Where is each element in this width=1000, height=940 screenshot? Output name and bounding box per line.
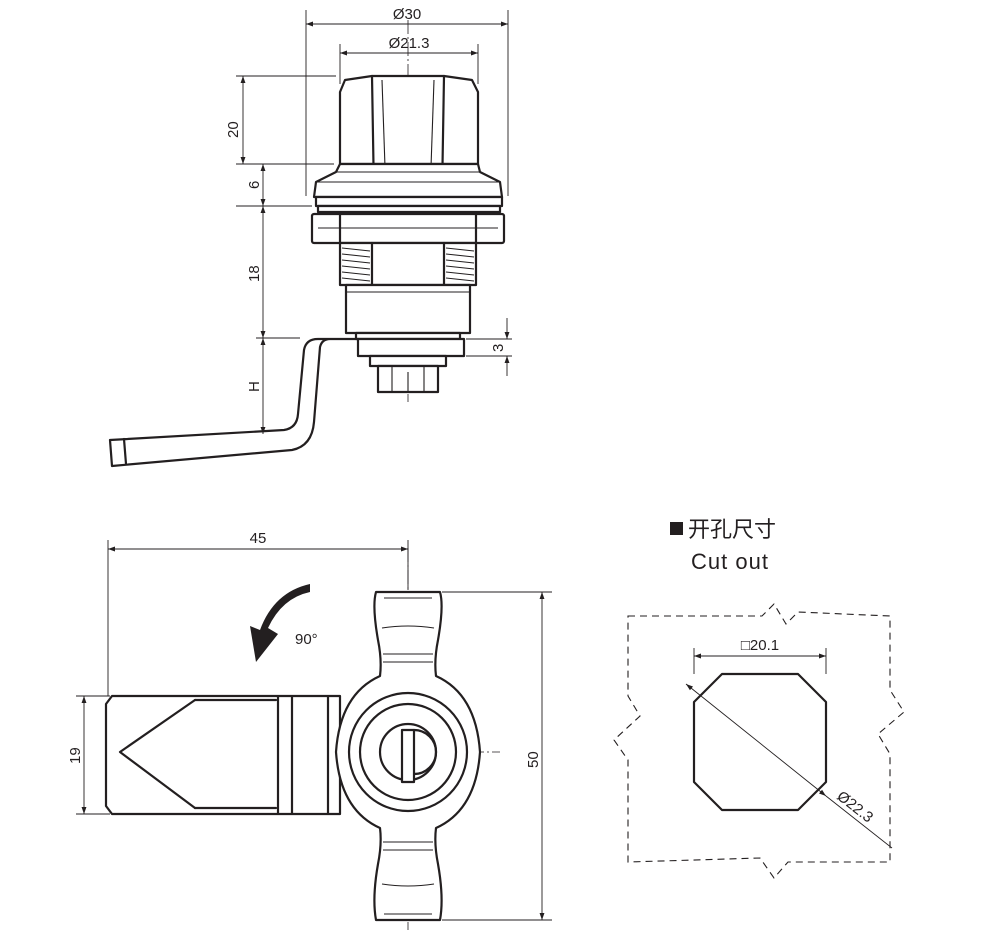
dim-knob-diameter: Ø21.3 [389,35,430,52]
dim-cam-thickness: 3 [490,344,507,352]
panel-break-outline [613,603,905,879]
cam-arm [108,337,360,468]
side-elevation-view: Ø30 Ø21.3 20 6 18 H [108,6,512,468]
cam-bar [104,694,342,816]
dim-cutout-flat: □20.1 [741,637,779,654]
knob [338,74,480,198]
flange [312,162,504,214]
lock-cylinder [344,283,472,341]
cutout-title-en: Cut out [691,549,769,574]
cutout-title-cn: 开孔尺寸 [688,518,776,543]
rotation-arrow: 90° [250,584,318,662]
dim-body-length: 18 [246,265,263,282]
dim-cam-width: 19 [67,747,84,764]
front-view: 90° 45 19 50 [67,530,552,930]
side-view-dimensions: Ø30 Ø21.3 20 6 18 H [225,6,512,434]
dim-handle-length: 50 [525,751,542,768]
title-square-bullet [670,522,683,535]
cam-plate [356,337,466,358]
rotation-label: 90° [295,631,318,648]
cutout-shape [692,672,828,812]
dim-cam-offset: H [246,381,263,392]
dim-outer-diameter: Ø30 [393,6,421,23]
nut [310,212,506,245]
dim-cam-length: 45 [250,530,267,547]
screw [368,354,448,394]
threaded-body [338,241,478,287]
dim-knob-height: 20 [225,121,242,138]
t-handle [334,590,482,922]
front-view-dimensions: 45 19 50 [67,530,552,921]
cutout-view: 开孔尺寸 Cut out □20.1 Ø22.3 [613,518,905,879]
dim-flange-height: 6 [246,181,263,189]
